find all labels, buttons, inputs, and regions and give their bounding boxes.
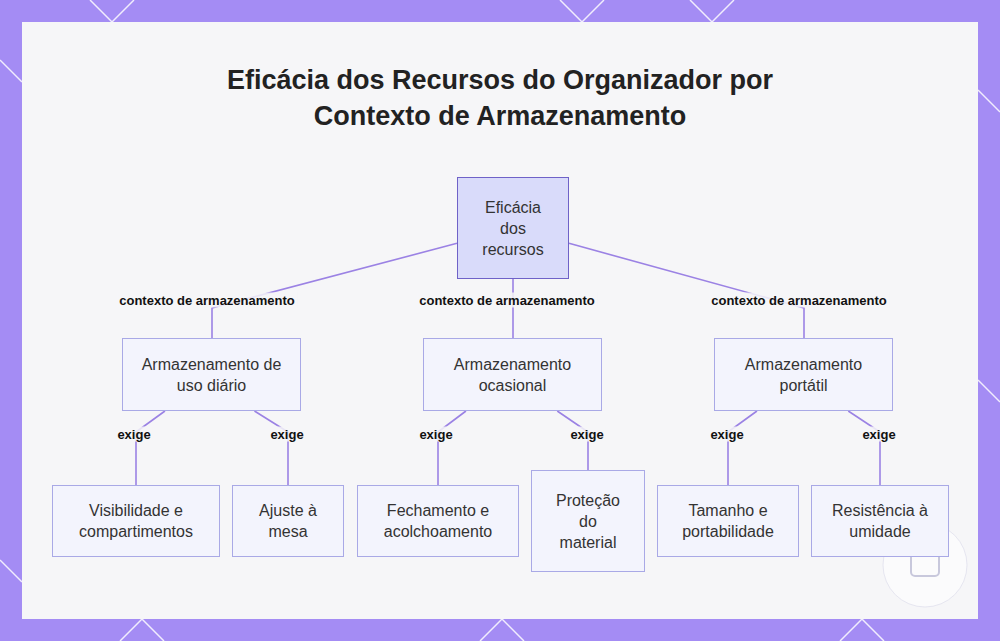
node-text: Armazenamento portátil: [733, 354, 874, 396]
node-text: Resistência à umidade: [820, 500, 940, 542]
connector-line: [254, 411, 288, 485]
concept-box: Ajuste à mesa: [232, 485, 344, 557]
connector-line: [848, 411, 880, 485]
connector-line: [569, 243, 804, 338]
connector-line: [728, 411, 757, 485]
connector-line: [512, 279, 514, 338]
connector-line: [136, 411, 165, 485]
node-text: Visibilidade e compartimentos: [61, 500, 211, 542]
connector-line: [438, 411, 466, 485]
concept-box: Armazenamento ocasional: [423, 338, 602, 411]
edge-label: exige: [708, 427, 745, 442]
node-text: Eficácia dos recursos: [478, 197, 548, 260]
node-text: Armazenamento ocasional: [442, 354, 583, 396]
concept-box: Armazenamento de uso diário: [122, 338, 301, 411]
edge-label: exige: [417, 427, 454, 442]
concept-box: Fechamento e acolchoamento: [357, 485, 519, 557]
panel: [22, 22, 978, 619]
edge-label: exige: [568, 427, 605, 442]
concept-box: Tamanho e portabilidade: [657, 485, 799, 557]
concept-box: Proteção do material: [531, 470, 645, 572]
edge-label: contexto de armazenamento: [417, 293, 597, 308]
edge-label: contexto de armazenamento: [709, 293, 889, 308]
concept-box: Resistência à umidade: [811, 485, 949, 557]
root-box: Eficácia dos recursos: [457, 177, 569, 279]
node-text: Fechamento e acolchoamento: [366, 500, 510, 542]
edge-label: exige: [115, 427, 152, 442]
edge-label: exige: [860, 427, 897, 442]
node-text: Tamanho e portabilidade: [666, 500, 790, 542]
edge-label: exige: [268, 427, 305, 442]
connector-line: [212, 243, 457, 338]
edge-label: contexto de armazenamento: [117, 293, 297, 308]
node-text: Proteção do material: [549, 490, 627, 553]
concept-box: Visibilidade e compartimentos: [52, 485, 220, 557]
diagram-title: Eficácia dos Recursos do Organizador por…: [215, 62, 785, 134]
concept-box: Armazenamento portátil: [714, 338, 893, 411]
node-text: Ajuste à mesa: [249, 500, 327, 542]
node-text: Armazenamento de uso diário: [141, 354, 282, 396]
